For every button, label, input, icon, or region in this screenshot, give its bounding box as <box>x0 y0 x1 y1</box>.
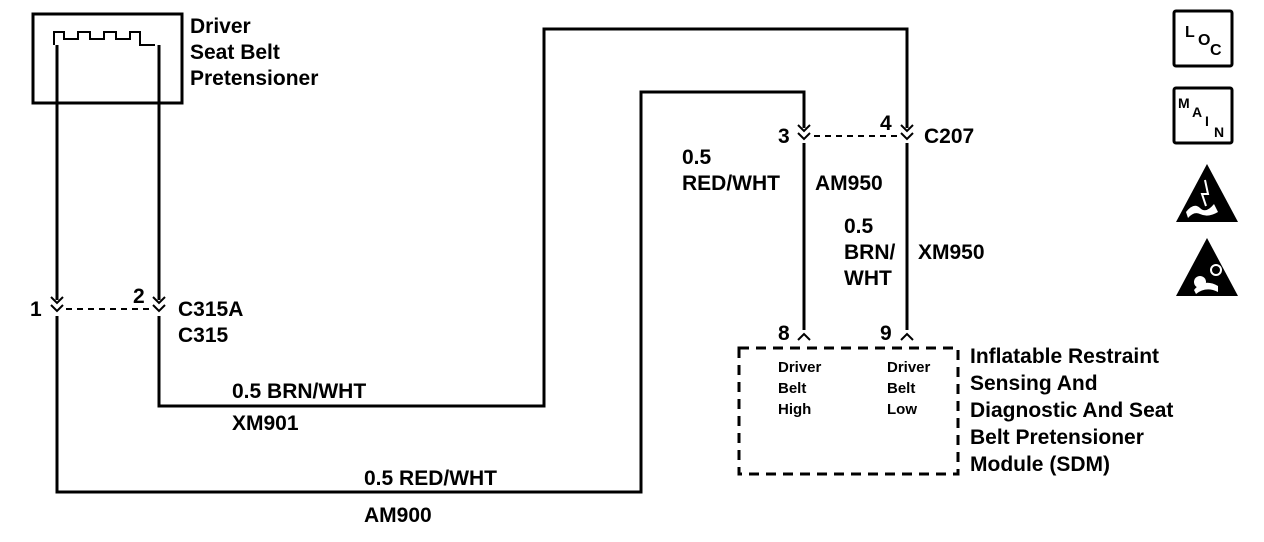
airbag-warning-icon <box>1176 238 1238 296</box>
sdm-module-box <box>737 346 960 476</box>
loc-icon-l: L <box>1185 24 1195 41</box>
connector-c207 <box>797 124 914 141</box>
c315-pin1-chevron-a <box>50 296 64 305</box>
c207-pin-4: 4 <box>880 112 892 135</box>
xm950-circuit: XM950 <box>918 241 985 264</box>
c315-pin-2: 2 <box>133 285 145 308</box>
c315-pin1-chevron-b <box>50 304 64 313</box>
c207-pin3-chevron-a <box>797 124 811 133</box>
xm950-color-2: WHT <box>844 267 892 290</box>
sdm-high-line-2: Belt <box>778 380 806 397</box>
c207-pin3-chevron-b <box>797 132 811 141</box>
sdm-label-5: Module (SDM) <box>970 453 1110 476</box>
am950-color: RED/WHT <box>682 172 780 195</box>
sdm-high-line-3: High <box>778 401 811 418</box>
c315a-label: C315A <box>178 298 243 321</box>
xm950-color-1: BRN/ <box>844 241 895 264</box>
sdm-label-3: Diagnostic And Seat <box>970 399 1173 422</box>
xm901-circuit: XM901 <box>232 412 299 435</box>
wire-am900-lower <box>55 90 806 494</box>
sdm-pin-8: 8 <box>778 322 790 345</box>
c315-pin2-chevron-b <box>152 304 166 313</box>
c207-pin-3: 3 <box>778 125 790 148</box>
sdm-low-line-1: Driver <box>887 359 931 376</box>
pretensioner-label-1: Driver <box>190 15 251 38</box>
c315-pin-1: 1 <box>30 298 42 321</box>
c315-pin2-chevron-a <box>152 296 166 305</box>
loc-icon[interactable]: L O C <box>1172 9 1234 68</box>
am950-gauge: 0.5 <box>682 146 712 169</box>
loc-icon-o: O <box>1198 32 1210 49</box>
wire-xm901-lower <box>157 27 909 408</box>
sdm-high-line-1: Driver <box>778 359 822 376</box>
c207-pin4-chevron-b <box>900 132 914 141</box>
connector-c315 <box>50 296 166 313</box>
main-icon-n: N <box>1214 124 1224 140</box>
main-icon-i: I <box>1205 113 1209 129</box>
sdm-low-line-3: Low <box>887 401 917 418</box>
main-icon-a: A <box>1192 104 1202 120</box>
c315-label: C315 <box>178 324 229 347</box>
am950-circuit: AM950 <box>815 172 883 195</box>
sdm-pin-9: 9 <box>880 322 892 345</box>
sdm-label-2: Sensing And <box>970 372 1098 395</box>
seat-belt-pretensioner <box>31 12 184 105</box>
xm901-gauge-color: 0.5 BRN/WHT <box>232 380 366 403</box>
loc-icon-c: C <box>1210 42 1222 59</box>
pretensioner-label-2: Seat Belt <box>190 41 280 64</box>
main-icon[interactable]: M A I N <box>1172 86 1234 145</box>
xm950-gauge: 0.5 <box>844 215 874 238</box>
pretensioner-box <box>31 12 184 105</box>
sdm-low-line-2: Belt <box>887 380 915 397</box>
sdm-pin9-chevron <box>900 332 914 341</box>
esd-warning-icon <box>1176 164 1238 222</box>
sdm-label-1: Inflatable Restraint <box>970 345 1159 368</box>
sdm-pin8-chevron <box>797 332 811 341</box>
pretensioner-label-3: Pretensioner <box>190 67 318 90</box>
sdm-label-4: Belt Pretensioner <box>970 426 1144 449</box>
am900-circuit: AM900 <box>364 504 432 527</box>
pretensioner-connector-shape <box>53 31 155 46</box>
main-icon-m: M <box>1178 95 1190 111</box>
c207-pin4-chevron-a <box>900 124 914 133</box>
c207-label: C207 <box>924 125 974 148</box>
am900-gauge-color: 0.5 RED/WHT <box>364 467 497 490</box>
